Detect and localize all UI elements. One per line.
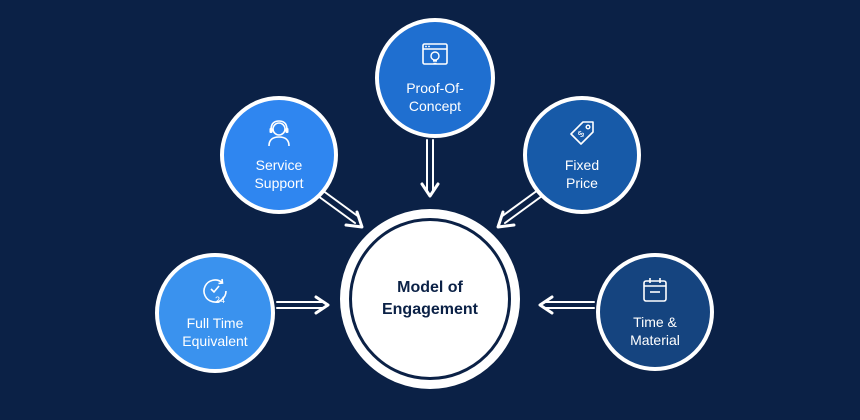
center-label-line1: Model of: [397, 279, 463, 296]
node-label: Service Support: [254, 156, 303, 192]
svg-text:$: $: [576, 129, 587, 140]
node-proof-of-concept: Proof-Of- Concept: [375, 18, 495, 138]
arrow-poc-to-center: [420, 139, 440, 198]
node-label-line2: Material: [630, 332, 680, 348]
node-label: Time & Material: [630, 313, 680, 349]
node-label-line2: Equivalent: [182, 333, 248, 349]
node-time-and-material: Time & Material: [596, 253, 714, 371]
node-label-line1: Fixed: [564, 157, 600, 173]
clock-24-icon: 24: [203, 278, 227, 305]
node-label-line1: Time &: [633, 314, 677, 330]
node-label-line2: Price: [566, 175, 598, 191]
center-inner-ring: Model of Engagement: [349, 218, 511, 380]
arrow-fixed-to-center: [496, 189, 543, 229]
node-label-line1: Proof-Of-: [406, 80, 464, 96]
arrow-service-to-center: [317, 189, 364, 229]
center-node: Model of Engagement: [340, 209, 520, 389]
node-service-support: Service Support: [220, 96, 338, 214]
center-label-line2: Engagement: [381, 301, 478, 318]
node-label: Proof-Of- Concept: [406, 79, 464, 115]
arrow-fte-to-center: [276, 295, 330, 315]
node-label-line1: Service: [255, 157, 303, 173]
arrow-tm-to-center: [538, 295, 595, 315]
node-label-line2: Support: [254, 175, 304, 191]
node-fixed-price: $ Fixed Price: [523, 96, 641, 214]
node-label: Full Time Equivalent: [182, 314, 247, 350]
node-label-line1: Full Time: [186, 315, 244, 331]
node-full-time-equivalent: 24 Full Time Equivalent: [155, 253, 275, 373]
headset-agent-icon: [268, 120, 290, 147]
svg-text:24: 24: [215, 295, 225, 305]
node-label: Fixed Price: [565, 156, 599, 192]
browser-bulb-icon: [422, 43, 448, 65]
price-tag-icon: $: [570, 121, 594, 145]
center-label: Model of Engagement: [382, 277, 478, 321]
node-label-line2: Concept: [408, 98, 462, 114]
calendar-icon: [643, 278, 667, 302]
